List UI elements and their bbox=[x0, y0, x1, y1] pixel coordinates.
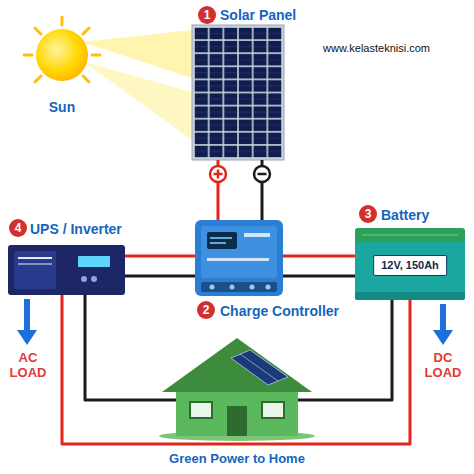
terminal bbox=[266, 285, 271, 290]
roof-solar-panel bbox=[231, 350, 288, 385]
lcd-line bbox=[210, 242, 226, 244]
roof-panel-line bbox=[240, 354, 278, 381]
lcd-line bbox=[210, 237, 232, 239]
load-label: DC LOAD bbox=[418, 351, 468, 381]
sun-ray bbox=[35, 76, 41, 82]
sun-ray bbox=[83, 28, 89, 34]
callout-number: 1 bbox=[198, 6, 216, 24]
sun-ray bbox=[83, 76, 89, 82]
load-arrow bbox=[24, 299, 30, 332]
inverter-stripe bbox=[18, 264, 52, 265]
wire bbox=[283, 255, 355, 258]
sun-disc bbox=[36, 29, 88, 81]
charge-controller: Charge Controller bbox=[195, 220, 283, 296]
terminal bbox=[250, 285, 255, 290]
inverter-display bbox=[78, 256, 110, 267]
panel-cells bbox=[194, 27, 282, 158]
caption-text: Green Power to Home bbox=[169, 452, 305, 467]
solar-panel: Solar Panel bbox=[192, 25, 284, 160]
sun-ray bbox=[24, 54, 32, 57]
plus-terminal bbox=[210, 166, 226, 182]
terminal bbox=[230, 285, 235, 290]
sun-beam bbox=[84, 62, 192, 140]
sun-ray bbox=[92, 54, 100, 57]
house-roof bbox=[162, 338, 312, 392]
sun-ray bbox=[35, 28, 41, 34]
wire bbox=[62, 295, 410, 444]
part-name: Sun bbox=[49, 99, 75, 115]
battery-body bbox=[355, 232, 465, 300]
inverter-button bbox=[81, 276, 87, 282]
inverter-body bbox=[8, 245, 125, 295]
part-name: UPS / Inverter bbox=[30, 221, 122, 237]
callout-number: 2 bbox=[197, 301, 215, 319]
house-door bbox=[227, 406, 247, 436]
minus-sign bbox=[258, 173, 267, 176]
controller-display bbox=[207, 232, 237, 249]
inverter-button bbox=[91, 276, 97, 282]
battery-rating: 12V, 150Ah bbox=[373, 255, 447, 276]
inverter-stripe bbox=[18, 257, 52, 259]
controller-terminals bbox=[201, 282, 277, 292]
controller-logo bbox=[244, 233, 270, 237]
house-window bbox=[190, 402, 212, 418]
sun-rays bbox=[24, 17, 100, 82]
battery: Battery12V, 150Ah bbox=[355, 228, 465, 300]
watermark: www.kelasteknisi.com bbox=[323, 42, 430, 54]
house-wall bbox=[176, 386, 298, 436]
part-name: Charge Controller bbox=[220, 303, 339, 319]
inverter-panel bbox=[14, 251, 56, 289]
controller-face bbox=[201, 226, 277, 278]
callout-number: 3 bbox=[359, 205, 377, 223]
ups-inverter: UPS / Inverter bbox=[8, 245, 125, 295]
part-name: Solar Panel bbox=[220, 7, 296, 23]
battery-base bbox=[355, 292, 465, 300]
controller-stripe bbox=[207, 258, 269, 261]
wire bbox=[125, 255, 195, 258]
load-arrow-head bbox=[17, 330, 37, 345]
sun: Sun bbox=[36, 29, 88, 81]
lid-ridge bbox=[362, 234, 458, 236]
load-arrow-head bbox=[433, 330, 453, 345]
wire bbox=[283, 275, 355, 278]
callout-number: 4 bbox=[9, 219, 27, 237]
part-name: Battery bbox=[381, 207, 429, 223]
terminal bbox=[210, 285, 215, 290]
battery-lid bbox=[355, 228, 465, 242]
wire bbox=[85, 295, 176, 400]
load-arrow bbox=[440, 304, 446, 332]
panel-frame bbox=[192, 25, 284, 160]
house-window bbox=[262, 402, 284, 418]
sun-ray bbox=[61, 17, 64, 25]
plus-sign bbox=[217, 170, 220, 179]
wire bbox=[125, 275, 195, 278]
controller-body bbox=[195, 220, 283, 296]
load-label: AC LOAD bbox=[3, 351, 53, 381]
home: Green Power to Home bbox=[176, 340, 298, 436]
minus-terminal bbox=[254, 166, 270, 182]
